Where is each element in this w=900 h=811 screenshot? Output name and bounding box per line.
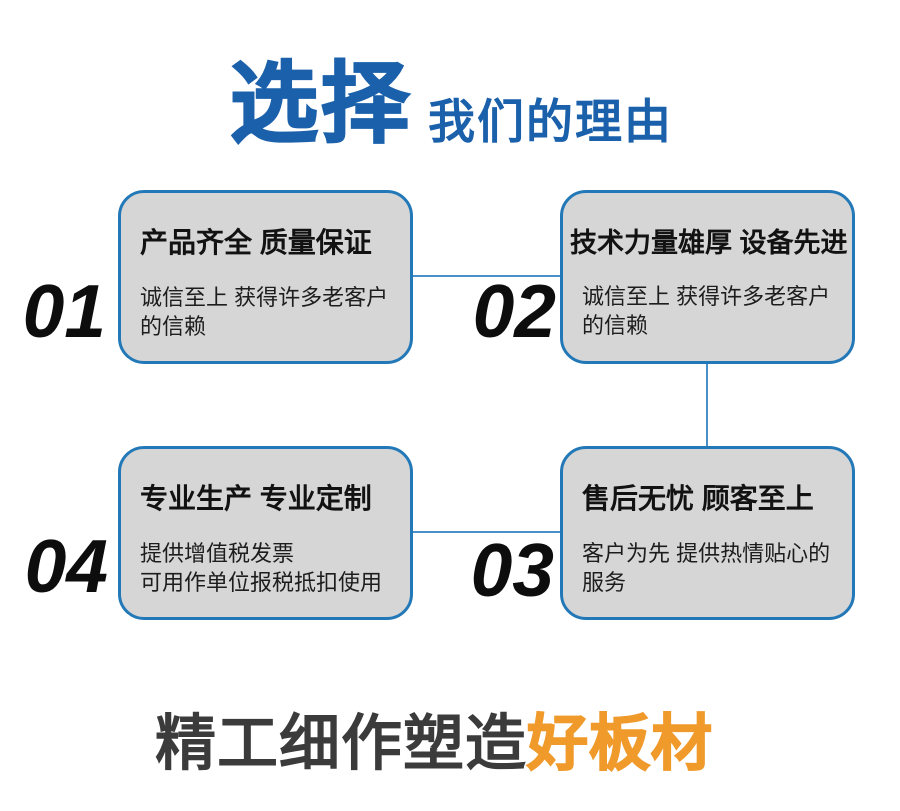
card-heading: 专业生产 专业定制 xyxy=(140,483,372,514)
slogan-accent-text: 好板材 xyxy=(526,709,714,777)
card-number-02: 02 xyxy=(472,269,556,353)
card-heading: 技术力量雄厚 设备先进 xyxy=(570,228,848,258)
card-body: 诚信至上 获得许多老客户 的信赖 xyxy=(140,285,389,339)
title-main: 选择 xyxy=(229,54,413,153)
section-title: 选择 我们的理由 xyxy=(229,54,674,153)
card-number-03: 03 xyxy=(470,528,554,612)
slogan-dark-text: 精工细作塑造 xyxy=(154,709,527,777)
connector-card1-card2 xyxy=(411,275,561,277)
connector-card4-card3 xyxy=(411,531,561,533)
reason-card-4: 专业生产 专业定制 提供增值税发票 可用作单位报税抵扣使用 xyxy=(118,446,413,620)
card-body: 提供增值税发票 可用作单位报税抵扣使用 xyxy=(140,541,383,595)
reason-card-3: 售后无忧 顾客至上 客户为先 提供热情贴心的 服务 xyxy=(560,446,855,620)
card-number-01: 01 xyxy=(22,269,106,353)
reasons-diagram: 产品齐全 质量保证 诚信至上 获得许多老客户 的信赖 技术力量雄厚 设备先进 诚… xyxy=(22,190,855,620)
connector-card2-card3 xyxy=(706,363,708,447)
card-heading: 售后无忧 顾客至上 xyxy=(582,483,814,514)
card-body: 客户为先 提供热情贴心的 服务 xyxy=(582,541,831,595)
reason-card-1: 产品齐全 质量保证 诚信至上 获得许多老客户 的信赖 xyxy=(118,190,413,364)
reason-card-2: 技术力量雄厚 设备先进 诚信至上 获得许多老客户 的信赖 xyxy=(560,190,855,364)
card-number-04: 04 xyxy=(24,524,108,608)
title-sub: 我们的理由 xyxy=(428,95,674,148)
card-body: 诚信至上 获得许多老客户 的信赖 xyxy=(582,284,831,338)
card-heading: 产品齐全 质量保证 xyxy=(140,227,372,258)
footer-slogan: 精工细作塑造好板材 xyxy=(0,712,900,775)
